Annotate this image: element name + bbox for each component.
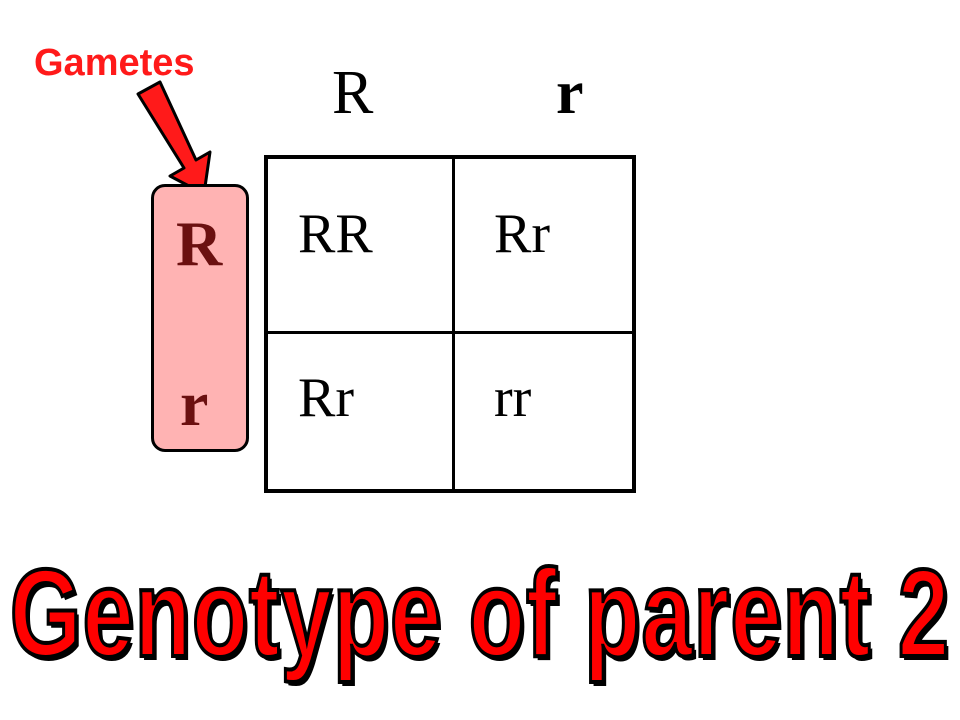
punnett-cell: Rr [494,203,550,265]
gametes-label: Gametes [34,42,195,84]
punnett-cell: rr [494,367,532,429]
punnett-cell: RR [298,203,373,265]
punnett-cell: Rr [298,367,354,429]
punnett-divider-vertical [452,159,455,489]
side-gamete-1: R [176,208,223,279]
punnett-square [264,155,636,493]
side-gamete-2: r [180,368,209,439]
top-gamete-2: r [556,59,584,127]
parent-2-gametes-highlight [151,184,249,452]
top-gamete-1: R [332,59,374,127]
punnett-divider-horizontal [268,331,632,334]
caption-title: Genotype of parent 2 [8,545,951,683]
